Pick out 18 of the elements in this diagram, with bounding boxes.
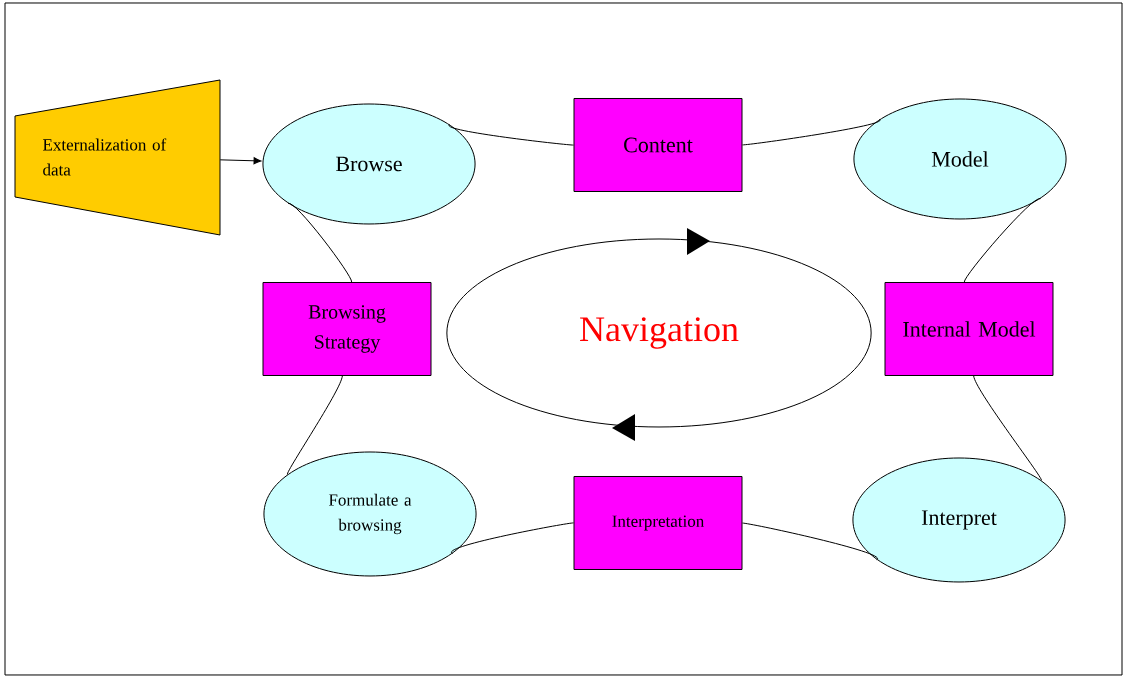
connector-line	[963, 198, 1042, 283]
ellipse-node: Interpret	[852, 457, 1066, 583]
process-box: Browsing Strategy	[262, 282, 432, 376]
trapezoid-box: Externalization of data	[14, 79, 221, 236]
connector-line	[449, 124, 574, 146]
process-box: Content	[573, 98, 743, 192]
connector-line	[286, 375, 343, 475]
process-box: Internal Model	[884, 282, 1054, 376]
connector-line	[973, 375, 1042, 481]
ellipse-node: Formulate a browsing	[263, 451, 477, 577]
connector-line	[742, 118, 880, 146]
process-box: Interpretation	[573, 476, 743, 570]
connector-line	[451, 522, 574, 554]
connector-line	[287, 202, 353, 283]
arrow	[219, 157, 262, 165]
ellipse-node: Model	[853, 98, 1067, 220]
connector-line	[742, 522, 878, 561]
ellipse-node: Browse	[262, 103, 476, 225]
